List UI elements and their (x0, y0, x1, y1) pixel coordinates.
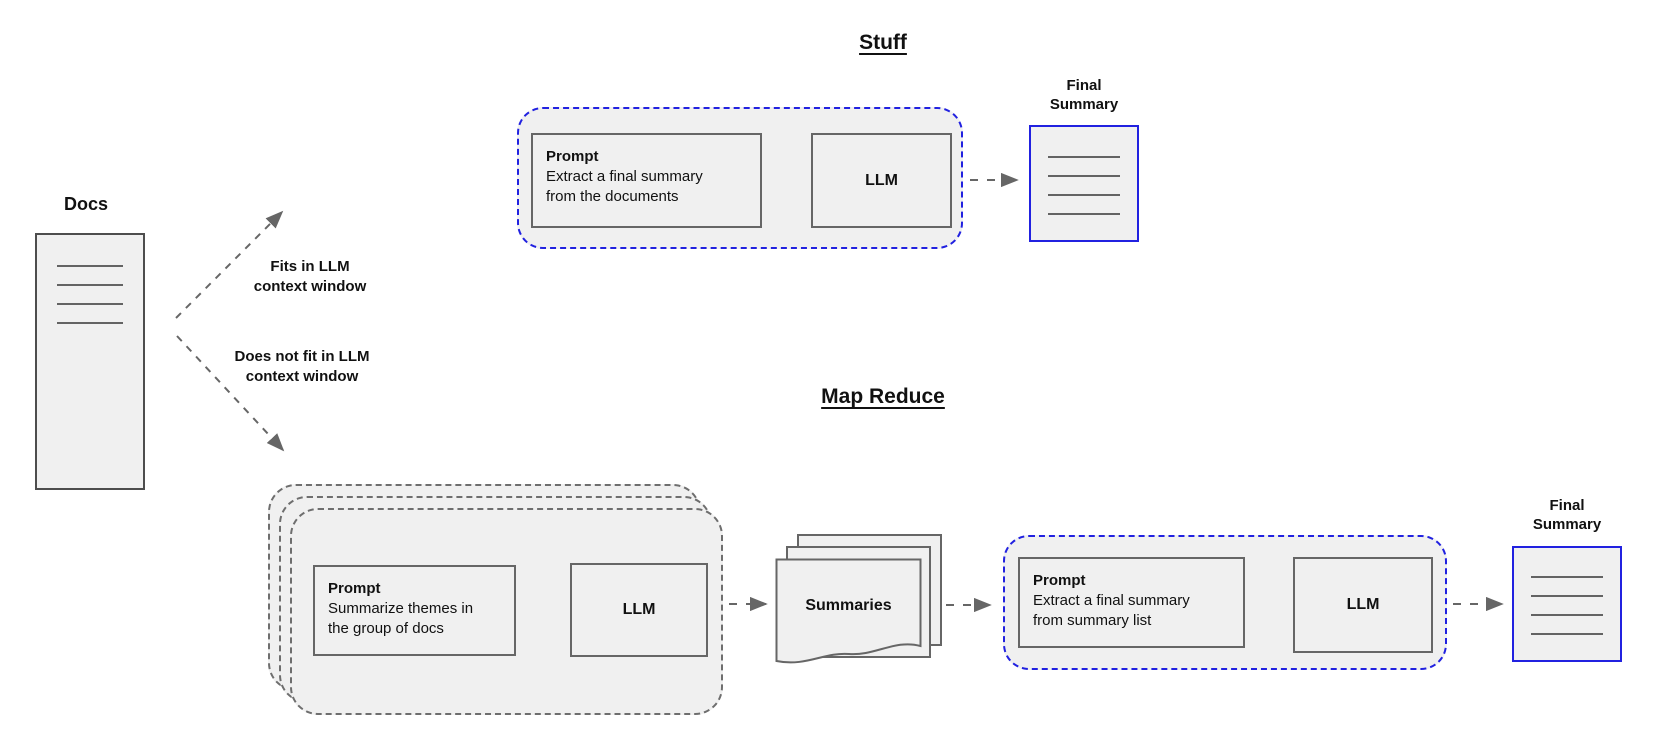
reduce-llm-box: LLM (1293, 557, 1433, 653)
reduce-final-summary-label: Final Summary (1532, 497, 1602, 533)
map-prompt-body: Summarize themes in the group of docs (328, 600, 474, 637)
reduce-prompt-body: Extract a final summary from summary lis… (1033, 592, 1190, 629)
stuff-final-summary-label: Final Summary (1049, 77, 1119, 113)
stuff-prompt-box: Prompt Extract a final summary from the … (531, 133, 762, 228)
map-prompt-box: Prompt Summarize themes in the group of … (313, 565, 516, 656)
reduce-llm-label: LLM (1346, 596, 1380, 613)
final-summary-text-lines (1531, 576, 1603, 635)
summaries-stack-icon (775, 558, 922, 664)
final-summary-text-lines (1048, 156, 1120, 215)
arrow-fits-in-context (175, 210, 284, 319)
map-llm-box: LLM (570, 563, 708, 657)
reduce-final-summary-icon (1512, 546, 1622, 662)
map-reduce-title: Map Reduce (821, 385, 945, 408)
reduce-prompt-box: Prompt Extract a final summary from summ… (1018, 557, 1245, 648)
stuff-title: Stuff (859, 31, 907, 54)
docs-text-lines (57, 265, 123, 324)
stuff-prompt-body: Extract a final summary from the documen… (546, 168, 703, 205)
arrow-does-not-fit (176, 335, 285, 452)
summaries-label: Summaries (805, 597, 892, 614)
docs-label: Docs (63, 194, 108, 214)
stuff-final-summary-icon (1029, 125, 1139, 242)
stuff-llm-label: LLM (865, 171, 898, 189)
fits-context-label: Fits in LLM context window (253, 258, 367, 295)
stuff-prompt-heading: Prompt (546, 148, 599, 165)
map-llm-label: LLM (622, 601, 656, 618)
reduce-prompt-heading: Prompt (1033, 572, 1086, 589)
stuff-llm-box: LLM (811, 133, 952, 228)
does-not-fit-label: Does not fit in LLM context window (234, 348, 370, 385)
map-prompt-heading: Prompt (328, 580, 381, 597)
docs-icon (35, 233, 145, 490)
